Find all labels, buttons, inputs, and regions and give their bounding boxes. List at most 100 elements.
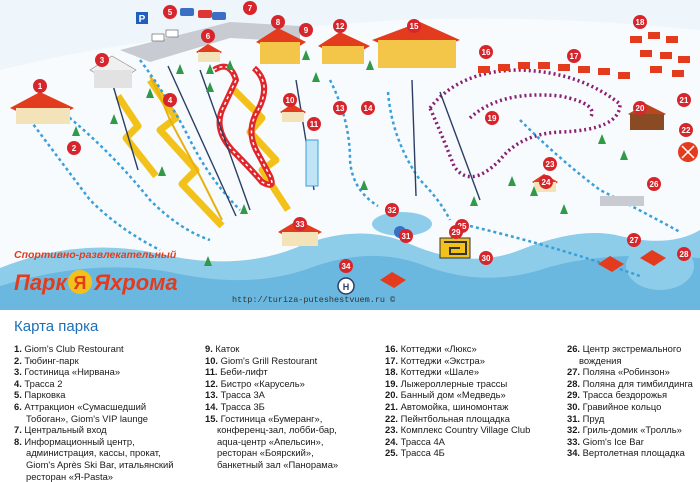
svg-text:5: 5 xyxy=(168,8,173,17)
svg-text:25: 25 xyxy=(458,222,467,231)
legend-item: 27. Поляна «Робинзон» xyxy=(567,366,693,378)
legend-item-text: Каток xyxy=(212,343,240,354)
marker-3: 3 xyxy=(95,53,109,67)
legend-item-text: банкетный зал «Панорама» xyxy=(217,458,339,470)
legend-item-number: 33. xyxy=(567,435,581,447)
legend-item: 4. Трасса 2 xyxy=(14,378,173,390)
legend-item-number: 24. xyxy=(385,435,399,447)
legend-item-number: 5. xyxy=(14,389,22,401)
legend-item-text: Giom's Après Ski Bar, итальянский xyxy=(26,458,174,470)
legend-item-text: Центр экстремального xyxy=(580,343,682,354)
legend-item-number: 25. xyxy=(385,447,399,459)
legend-item-text: Трасса 2 xyxy=(21,377,63,389)
legend-item-text: Лыжероллерные трассы xyxy=(398,377,508,389)
legend-item-text: Коттеджи «Люкс» xyxy=(398,343,477,354)
legend-item: 13. Трасса 3А xyxy=(205,389,338,401)
legend-item: вождения xyxy=(567,355,693,367)
legend-item-text: Поляна «Робинзон» xyxy=(580,366,670,378)
park-map: P xyxy=(0,0,700,310)
legend-item-text: Трасса 4Б xyxy=(398,447,445,459)
svg-text:27: 27 xyxy=(630,236,639,245)
legend-item: 28. Поляна для тимбилдинга xyxy=(567,378,693,390)
marker-8: 8 xyxy=(271,15,285,29)
legend-item-number: 1. xyxy=(14,343,22,354)
parking-area xyxy=(600,196,644,206)
svg-text:31: 31 xyxy=(402,232,411,241)
legend-item: 11. Беби-лифт xyxy=(205,366,338,378)
brand-name-left: Парк xyxy=(14,270,68,295)
svg-text:23: 23 xyxy=(546,160,555,169)
legend-item: 12. Бистро «Карусель» xyxy=(205,378,338,390)
legend-item-text: Бистро «Карусель» xyxy=(218,377,305,389)
legend-item: ресторан «Боярский», xyxy=(205,447,338,459)
legend-item: 2. Тюбинг-парк xyxy=(14,355,173,367)
legend-column-3: 16. Коттеджи «Люкс»17. Коттеджи «Экстра»… xyxy=(385,343,530,459)
svg-text:19: 19 xyxy=(488,114,497,123)
legend-item-number: 14. xyxy=(205,400,219,412)
marker-16: 16 xyxy=(479,45,493,59)
legend-item: 8. Информационный центр, xyxy=(14,436,173,448)
legend-item: 26. Центр экстремального xyxy=(567,343,693,355)
legend-item-text: Тобоган», Giom's VIP launge xyxy=(26,412,148,424)
svg-text:2: 2 xyxy=(72,144,77,153)
legend-item: 14. Трасса 3Б xyxy=(205,401,338,413)
legend-item: 24. Трасса 4А xyxy=(385,436,530,448)
legend-item-text: вождения xyxy=(579,354,622,366)
legend-item-text: Пейнтбольная площадка xyxy=(398,412,510,424)
legend-item-text: Информационный центр, xyxy=(21,435,135,447)
legend-item-text: Трасса бездорожья xyxy=(580,389,668,401)
svg-text:29: 29 xyxy=(452,228,461,237)
legend-item: 18. Коттеджи «Шале» xyxy=(385,366,530,378)
legend-item-number: 3. xyxy=(14,366,22,378)
brand-logo-letter: Я xyxy=(74,273,87,293)
marker-12: 12 xyxy=(333,19,347,33)
brand-logo-icon xyxy=(68,270,92,294)
legend-item: администрация, кассы, прокат, xyxy=(14,447,173,459)
legend-item-number: 10. xyxy=(205,354,219,366)
legend-item: 33. Giom's Ice Bar xyxy=(567,436,693,448)
legend-item-number: 4. xyxy=(14,377,22,389)
legend-item-text: Трасса 3А xyxy=(218,389,265,401)
legend-item-number: 34. xyxy=(567,447,581,459)
marker-13: 13 xyxy=(333,101,347,115)
svg-text:6: 6 xyxy=(206,32,211,41)
marker-6: 6 xyxy=(201,29,215,43)
marker-33: 33 xyxy=(293,217,307,231)
marker-11: 11 xyxy=(307,117,321,131)
legend-item: ресторан «Я-Pasta» xyxy=(14,471,173,482)
svg-text:H: H xyxy=(343,282,350,292)
marker-34: 34 xyxy=(339,259,353,273)
svg-text:18: 18 xyxy=(636,18,645,27)
marker-1: 1 xyxy=(33,79,47,93)
marker-21: 21 xyxy=(677,93,691,107)
helipad xyxy=(337,277,355,295)
legend-item-number: 31. xyxy=(567,412,581,424)
marker-28: 28 xyxy=(677,247,691,261)
legend-item: конференц-зал, лобби-бар, xyxy=(205,424,338,436)
marker-29: 29 xyxy=(449,225,463,239)
legend-item: 16. Коттеджи «Люкс» xyxy=(385,343,530,355)
paintball-icon xyxy=(678,142,698,162)
legend-item-text: Giom's Club Restourant xyxy=(21,343,124,354)
trees xyxy=(72,50,628,266)
legend-item-text: aqua-центр «Апельсин», xyxy=(217,435,324,447)
buildings xyxy=(10,22,666,288)
legend-item: 6. Аттракцион «Сумасшедший xyxy=(14,401,173,413)
baby-lift xyxy=(305,139,319,187)
legend-item: 3. Гостиница «Нирвана» xyxy=(14,366,173,378)
legend-item-text: Трасса 4А xyxy=(398,435,445,447)
marker-14: 14 xyxy=(361,101,375,115)
legend-item: 1. Giom's Club Restourant xyxy=(14,343,173,355)
legend-item-number: 28. xyxy=(567,377,581,389)
svg-text:P: P xyxy=(139,14,146,25)
legend-item-text: Вертолетная площадка xyxy=(580,447,685,459)
legend-item: 7. Центральный вход xyxy=(14,424,173,436)
legend-item: 15. Гостиница «Бумеранг», xyxy=(205,413,338,425)
legend-item-number: 12. xyxy=(205,377,219,389)
legend-item-text: Трасса 3Б xyxy=(218,400,265,412)
legend-item-number: 15. xyxy=(205,412,219,424)
legend-item-text: Комплекс Country Village Club xyxy=(398,424,531,436)
